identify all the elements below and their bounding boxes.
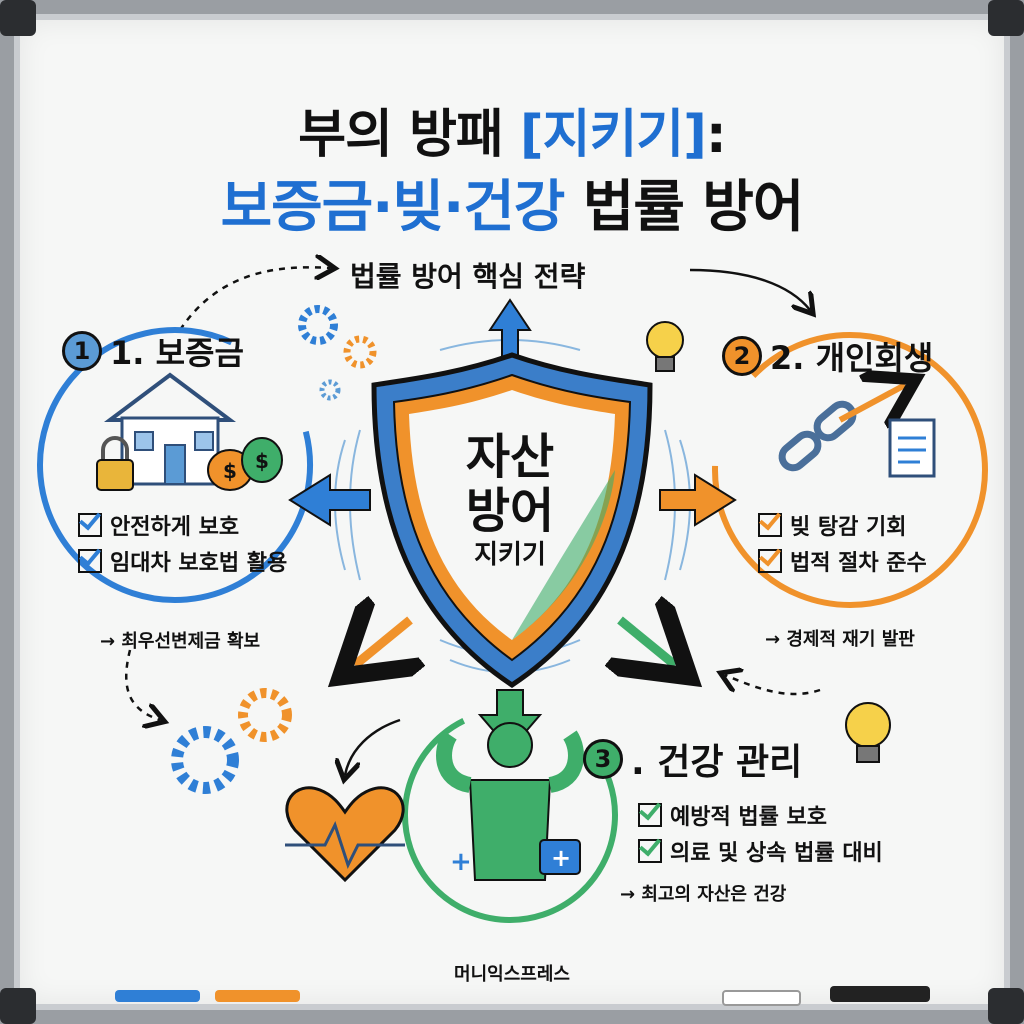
checklist-item: 안전하게 보호 (78, 509, 287, 541)
dashed-arrow (725, 675, 821, 696)
document-icon (888, 418, 936, 478)
checkbox-icon (758, 549, 782, 573)
broken-chain-icon (778, 385, 905, 472)
curved-arrow (345, 718, 401, 775)
checkbox-icon (638, 803, 662, 827)
checklist-item: 빚 탕감 기회 (758, 509, 927, 541)
checkbox-icon (758, 513, 782, 537)
checklist-text: 예방적 법률 보호 (670, 805, 827, 830)
strong-person-icon (436, 722, 584, 881)
arrow-right-icon (659, 473, 737, 527)
checklist-text: 임대차 보호법 활용 (110, 551, 288, 576)
section-2-note: → 경제적 재기 발판 (765, 629, 915, 650)
checkbox-icon (78, 513, 102, 537)
title-highlight: 보증금·빚·건강 (220, 175, 566, 240)
checkbox-icon (638, 839, 662, 863)
checklist-text: 안전하게 보호 (110, 515, 240, 540)
title-highlight: [지키기] (519, 105, 707, 165)
checkbox-icon (78, 549, 102, 573)
checklist-item: 의료 및 상속 법률 대비 (638, 835, 883, 867)
note-text: 경제적 재기 발판 (786, 629, 915, 650)
money-bag-icon: $ $ (207, 437, 283, 491)
section-3-note: → 최고의 자산은 건강 (620, 884, 787, 905)
center-line-2: 방어 (465, 483, 555, 539)
svg-text:+: + (551, 844, 571, 872)
gear-icon (171, 305, 377, 794)
section-number-badge: 1 (62, 331, 102, 371)
title-text: : (705, 105, 727, 165)
title-line-2: 보증금·빚·건강 법률 방어 (0, 162, 1024, 243)
note-text: 최우선변제금 확보 (121, 631, 261, 652)
plus-icon: + (450, 847, 472, 877)
dashed-arrow (178, 267, 330, 331)
strategy-label: 법률 방어 핵심 전략 (350, 260, 586, 293)
section-3-checklist: 예방적 법률 보호 의료 및 상속 법률 대비 (638, 795, 883, 871)
checklist-text: 법적 절차 준수 (790, 551, 927, 576)
dashed-arrow (125, 649, 160, 720)
arrow-left-icon (288, 473, 371, 527)
section-2-circle (712, 332, 988, 608)
center-line-3: 지키기 (474, 540, 546, 570)
heart-pulse-icon (285, 786, 405, 883)
section-title-text: . 건강 관리 (631, 742, 803, 783)
padlock-icon (96, 436, 134, 491)
arrow-down-icon (477, 689, 543, 752)
section-title-text: 2. 개인회생 (770, 339, 934, 377)
section-1-checklist: 안전하게 보호 임대차 보호법 활용 (78, 505, 287, 581)
lightbulb-icon (646, 321, 684, 372)
checklist-text: 의료 및 상속 법률 대비 (670, 841, 883, 866)
title-text: 법률 방어 (564, 175, 805, 240)
title-text: 부의 방패 (298, 105, 520, 165)
lightbulb-icon (845, 702, 891, 763)
blue-marker (115, 990, 200, 1002)
checklist-text: 빚 탕감 기회 (790, 515, 907, 540)
title-line-1: 부의 방패 [지키기]: (0, 92, 1024, 167)
svg-text:$: $ (255, 449, 269, 473)
section-1-note: → 최우선변제금 확보 (100, 631, 261, 652)
medical-kit-icon: + (539, 839, 581, 875)
board-corner (988, 0, 1024, 36)
section-1-title: 1 1. 보증금 (62, 328, 244, 374)
checklist-item: 임대차 보호법 활용 (78, 545, 287, 577)
note-text: 최고의 자산은 건강 (641, 884, 787, 905)
checklist-item: 법적 절차 준수 (758, 545, 927, 577)
white-marker (722, 990, 801, 1006)
section-2-checklist: 빚 탕감 기회 법적 절차 준수 (758, 505, 927, 581)
shield-icon (371, 352, 653, 689)
orange-marker (215, 990, 300, 1002)
center-label: 자산 방어 지키기 (430, 430, 590, 572)
board-corner (988, 988, 1024, 1024)
section-title-text: 1. 보증금 (110, 334, 244, 372)
board-corner (0, 0, 36, 36)
section-2-title: 2 2. 개인회생 (722, 333, 933, 379)
curved-arrow (689, 268, 810, 310)
center-line-1: 자산 (465, 429, 555, 485)
checklist-item: 예방적 법률 보호 (638, 799, 883, 831)
arrow-down-right-icon (620, 620, 675, 665)
eraser (830, 986, 930, 1002)
house-icon (104, 372, 236, 486)
section-number-badge: 3 (583, 739, 623, 779)
section-number-badge: 2 (722, 336, 762, 376)
svg-text:$: $ (223, 459, 237, 483)
footer-brand: 머니익스프레스 (454, 964, 570, 985)
section-3-title: 3 . 건강 관리 (583, 733, 802, 785)
arrow-down-left-icon (355, 620, 410, 665)
board-corner (0, 988, 36, 1024)
